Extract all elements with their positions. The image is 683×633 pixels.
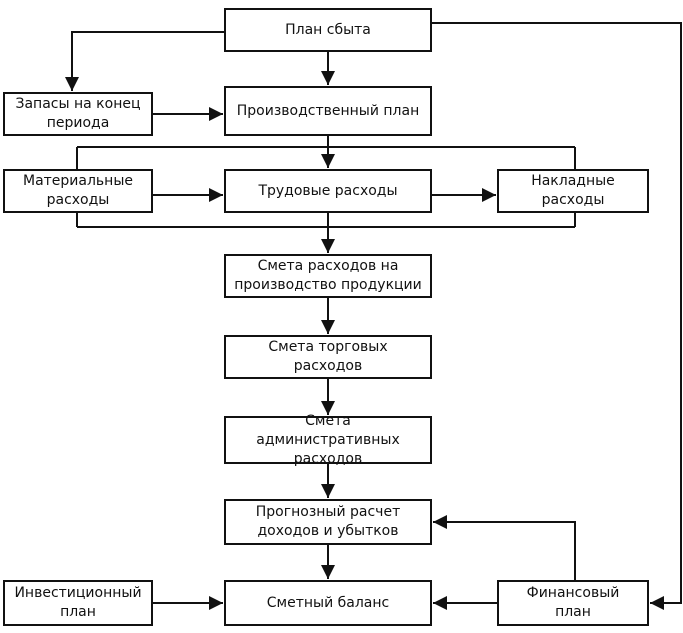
node-financial-plan: Финансовый план: [497, 580, 649, 626]
node-profit-loss-forecast: Прогнозный расчет доходов и убытков: [224, 499, 432, 545]
node-budget-balance: Сметный баланс: [224, 580, 432, 626]
node-material-costs: Материальные расходы: [3, 169, 153, 213]
node-overhead-costs: Накладные расходы: [497, 169, 649, 213]
node-admin-expense-estimate: Смета административных расходов: [224, 413, 432, 467]
node-production-plan: Производственный план: [224, 86, 432, 136]
node-labor-costs: Трудовые расходы: [224, 169, 432, 213]
edge-financial-to-profit: [433, 515, 576, 580]
node-sales-plan: План сбыта: [224, 8, 432, 52]
node-end-inventory: Запасы на конец периода: [3, 92, 153, 136]
edge-sales-to-financial: [432, 22, 682, 610]
node-selling-expense-estimate: Смета торговых расходов: [224, 335, 432, 379]
node-investment-plan: Инвестиционный план: [3, 580, 153, 626]
node-production-cost-estimate: Смета расходов на производство продукции: [224, 254, 432, 298]
edge-sales-to-inventory: [65, 31, 224, 91]
